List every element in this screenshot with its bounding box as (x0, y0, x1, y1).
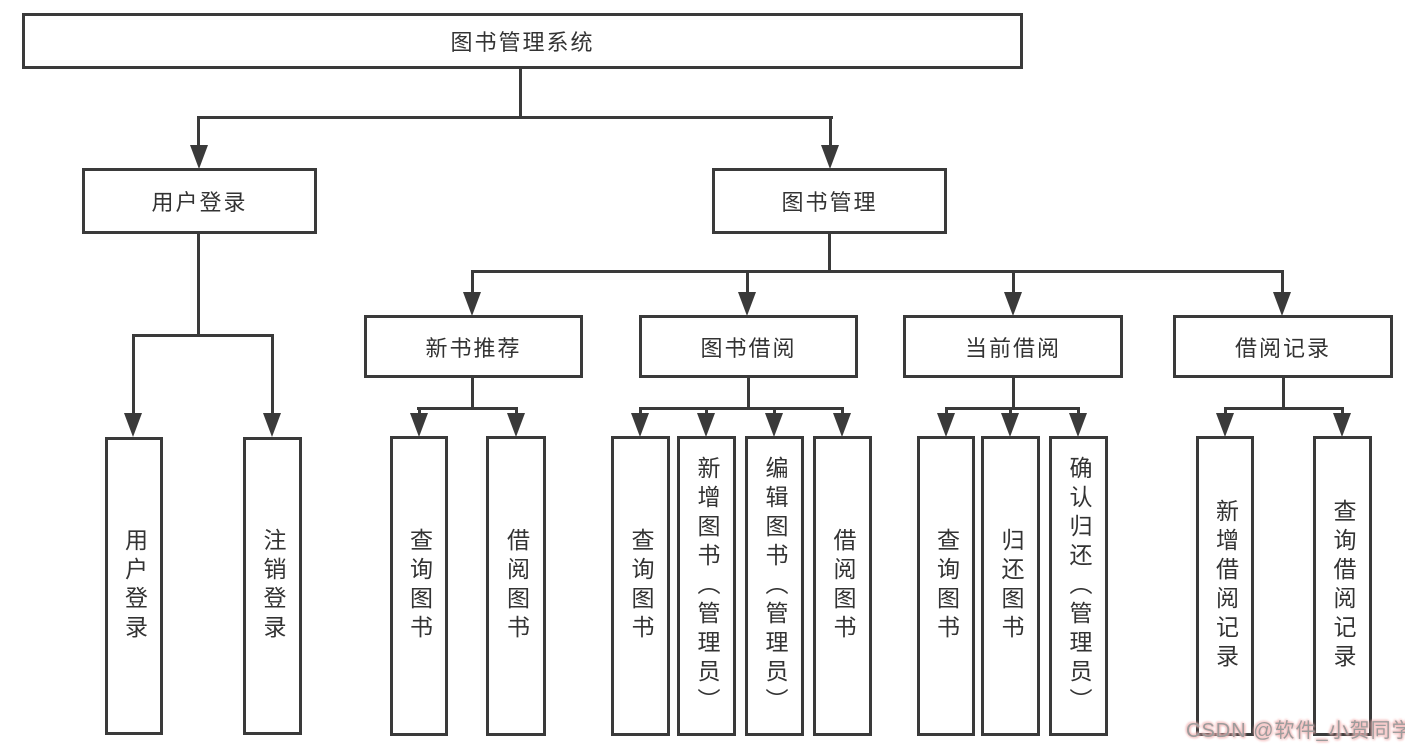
node-query-books-borrow: 查询图书 (611, 436, 670, 736)
connector (1224, 407, 1227, 415)
node-borrow-records: 借阅记录 (1173, 315, 1393, 378)
connector (471, 378, 474, 409)
node-edit-books-admin: 编辑图书（管理员） (745, 436, 804, 736)
arrowhead (190, 145, 208, 169)
node-user-login-action: 用户登录 (105, 437, 163, 735)
node-new-book-recommend: 新书推荐 (364, 315, 583, 378)
node-borrow-books-recommend: 借阅图书 (486, 436, 546, 736)
arrowhead (937, 413, 955, 437)
arrowhead (507, 413, 525, 437)
node-book-borrow: 图书借阅 (639, 315, 858, 378)
connector (417, 407, 517, 410)
connector (829, 116, 832, 148)
arrowhead (765, 413, 783, 437)
node-logout-action: 注销登录 (243, 437, 302, 735)
connector (1341, 407, 1344, 415)
connector (746, 270, 749, 294)
connector (418, 407, 421, 415)
connector (471, 270, 1284, 273)
connector (639, 407, 843, 410)
connector (1009, 407, 1012, 415)
connector (1224, 407, 1343, 410)
arrowhead (833, 413, 851, 437)
csdn-watermark: CSDN @软件_小贺同学 (1186, 720, 1405, 742)
connector (197, 234, 200, 336)
connector (747, 378, 750, 409)
arrowhead (1333, 413, 1351, 437)
connector (471, 270, 474, 294)
node-return-books: 归还图书 (981, 436, 1040, 736)
arrowhead (1001, 413, 1019, 437)
connector (1282, 378, 1285, 409)
connector (197, 116, 833, 119)
arrowhead (631, 413, 649, 437)
node-current-borrow: 当前借阅 (903, 315, 1123, 378)
connector (515, 407, 518, 415)
arrowhead (821, 145, 839, 169)
arrowhead (1216, 413, 1234, 437)
node-query-borrow-record: 查询借阅记录 (1313, 436, 1372, 736)
connector (705, 407, 708, 415)
arrowhead (124, 413, 142, 437)
connector (639, 407, 642, 415)
connector (1281, 270, 1284, 294)
arrowhead (738, 292, 756, 316)
node-query-books-recommend: 查询图书 (390, 436, 448, 736)
arrowhead (697, 413, 715, 437)
connector (773, 407, 776, 415)
node-confirm-return-admin: 确认归还（管理员） (1049, 436, 1108, 736)
node-root: 图书管理系统 (22, 13, 1023, 69)
connector (945, 407, 1079, 410)
connector (1012, 270, 1015, 294)
node-add-borrow-record: 新增借阅记录 (1196, 436, 1254, 736)
arrowhead (463, 292, 481, 316)
node-query-books-current: 查询图书 (917, 436, 975, 736)
connector (945, 407, 948, 415)
connector (1077, 407, 1080, 415)
connector (132, 334, 135, 416)
arrowhead (1069, 413, 1087, 437)
node-add-books-admin: 新增图书（管理员） (677, 436, 736, 736)
arrowhead (1273, 292, 1291, 316)
node-user-login: 用户登录 (82, 168, 317, 234)
connector (132, 334, 274, 337)
connector (271, 334, 274, 416)
node-book-management: 图书管理 (712, 168, 947, 234)
arrowhead (410, 413, 428, 437)
connector (519, 69, 522, 118)
connector (197, 116, 200, 148)
arrowhead (263, 413, 281, 437)
connector (1012, 378, 1015, 409)
arrowhead (1004, 292, 1022, 316)
node-borrow-books: 借阅图书 (813, 436, 872, 736)
connector (841, 407, 844, 415)
connector (828, 234, 831, 272)
